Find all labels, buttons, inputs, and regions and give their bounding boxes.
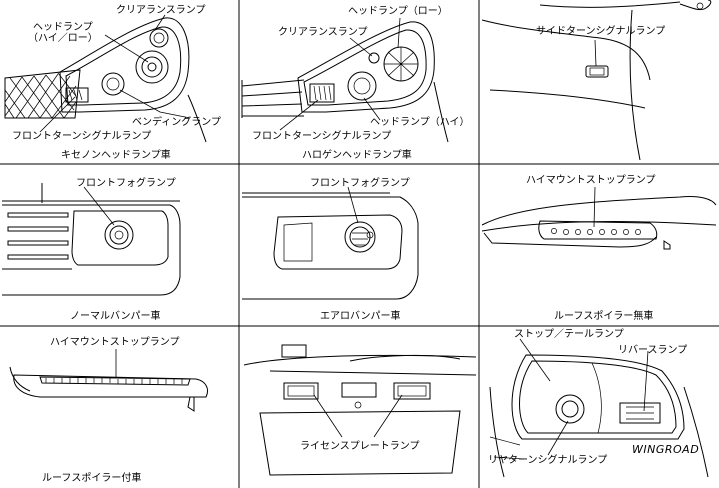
wingroad-badge: WINGROAD: [632, 443, 700, 456]
label-hmsl-spoiler: ハイマウントストップランプ: [50, 337, 180, 348]
fog-aero-drawing: [242, 186, 419, 300]
hmsl-spoiler-drawing: [9, 349, 209, 412]
label-front-fog-normal: フロントフォグランプ: [76, 178, 176, 189]
label-rear-turn-signal: リヤターンシグナルランプ: [488, 455, 608, 466]
caption-aero-bumper: エアロバンパー車: [320, 311, 401, 322]
label-reverse-lamp: リバースランプ: [618, 345, 688, 356]
license-lamp-drawing: [243, 344, 477, 476]
panel-license-lamp: ライセンスプレートランプ: [240, 327, 479, 488]
label-headlamp-low: ヘッドランプ（ロー）: [348, 6, 448, 17]
panel-rear-lamp: ストップ／テールランプ リバースランプ リヤターンシグナルランプ WINGROA…: [480, 327, 719, 488]
side-turn-signal-drawing: [481, 0, 712, 161]
xenon-headlamp-drawing: [4, 14, 207, 143]
hmsl-no-spoiler-drawing: [481, 186, 717, 250]
panel-side-turn-signal: サイドターンシグナルランプ: [480, 0, 719, 164]
label-front-turn-signal: フロントターンシグナルランプ: [12, 131, 152, 142]
label-hmsl-no-spoiler: ハイマウントストップランプ: [526, 175, 656, 186]
caption-halogen: ハロゲンヘッドランプ車: [302, 150, 412, 161]
label-bending-lamp: ベンディングランプ: [132, 117, 221, 128]
panel-hmsl-spoiler: ハイマウントストップランプ ルーフスポイラー付車: [0, 327, 239, 488]
label-headlamp-high-low: ヘッドランプ （ハイ／ロー）: [28, 22, 98, 44]
panel-fog-normal-bumper: フロントフォグランプ ノーマルバンパー車: [0, 165, 239, 326]
panel-xenon-headlamp: クリアランスランプ ヘッドランプ （ハイ／ロー） ベンディングランプ フロントタ…: [0, 0, 239, 164]
halogen-headlamp-drawing: [241, 17, 449, 143]
caption-normal-bumper: ノーマルバンパー車: [70, 311, 161, 322]
label-clearance-lamp-halogen: クリアランスランプ: [278, 27, 368, 38]
panel-fog-aero-bumper: フロントフォグランプ エアロバンパー車: [240, 165, 479, 326]
panel-hmsl-no-spoiler: ハイマウントストップランプ ルーフスポイラー無車: [480, 165, 719, 326]
fog-normal-drawing: [2, 183, 181, 296]
caption-with-spoiler: ルーフスポイラー付車: [42, 473, 142, 484]
rear-lamp-drawing: [489, 338, 709, 478]
label-stop-tail-lamp: ストップ／テールランプ: [514, 329, 624, 340]
label-clearance-lamp: クリアランスランプ: [116, 5, 206, 16]
panel-halogen-headlamp: ヘッドランプ（ロー） クリアランスランプ ヘッドランプ（ハイ） フロントターンシ…: [240, 0, 479, 164]
label-front-turn-signal-halogen: フロントターンシグナルランプ: [252, 131, 392, 142]
label-headlamp-high: ヘッドランプ（ハイ）: [370, 117, 470, 128]
label-front-fog-aero: フロントフォグランプ: [310, 178, 410, 189]
caption-no-spoiler: ルーフスポイラー無車: [554, 311, 654, 322]
label-side-turn-signal: サイドターンシグナルランプ: [536, 26, 666, 37]
caption-xenon: キセノンヘッドランプ車: [61, 150, 171, 161]
label-license-plate-lamp: ライセンスプレートランプ: [300, 441, 420, 452]
